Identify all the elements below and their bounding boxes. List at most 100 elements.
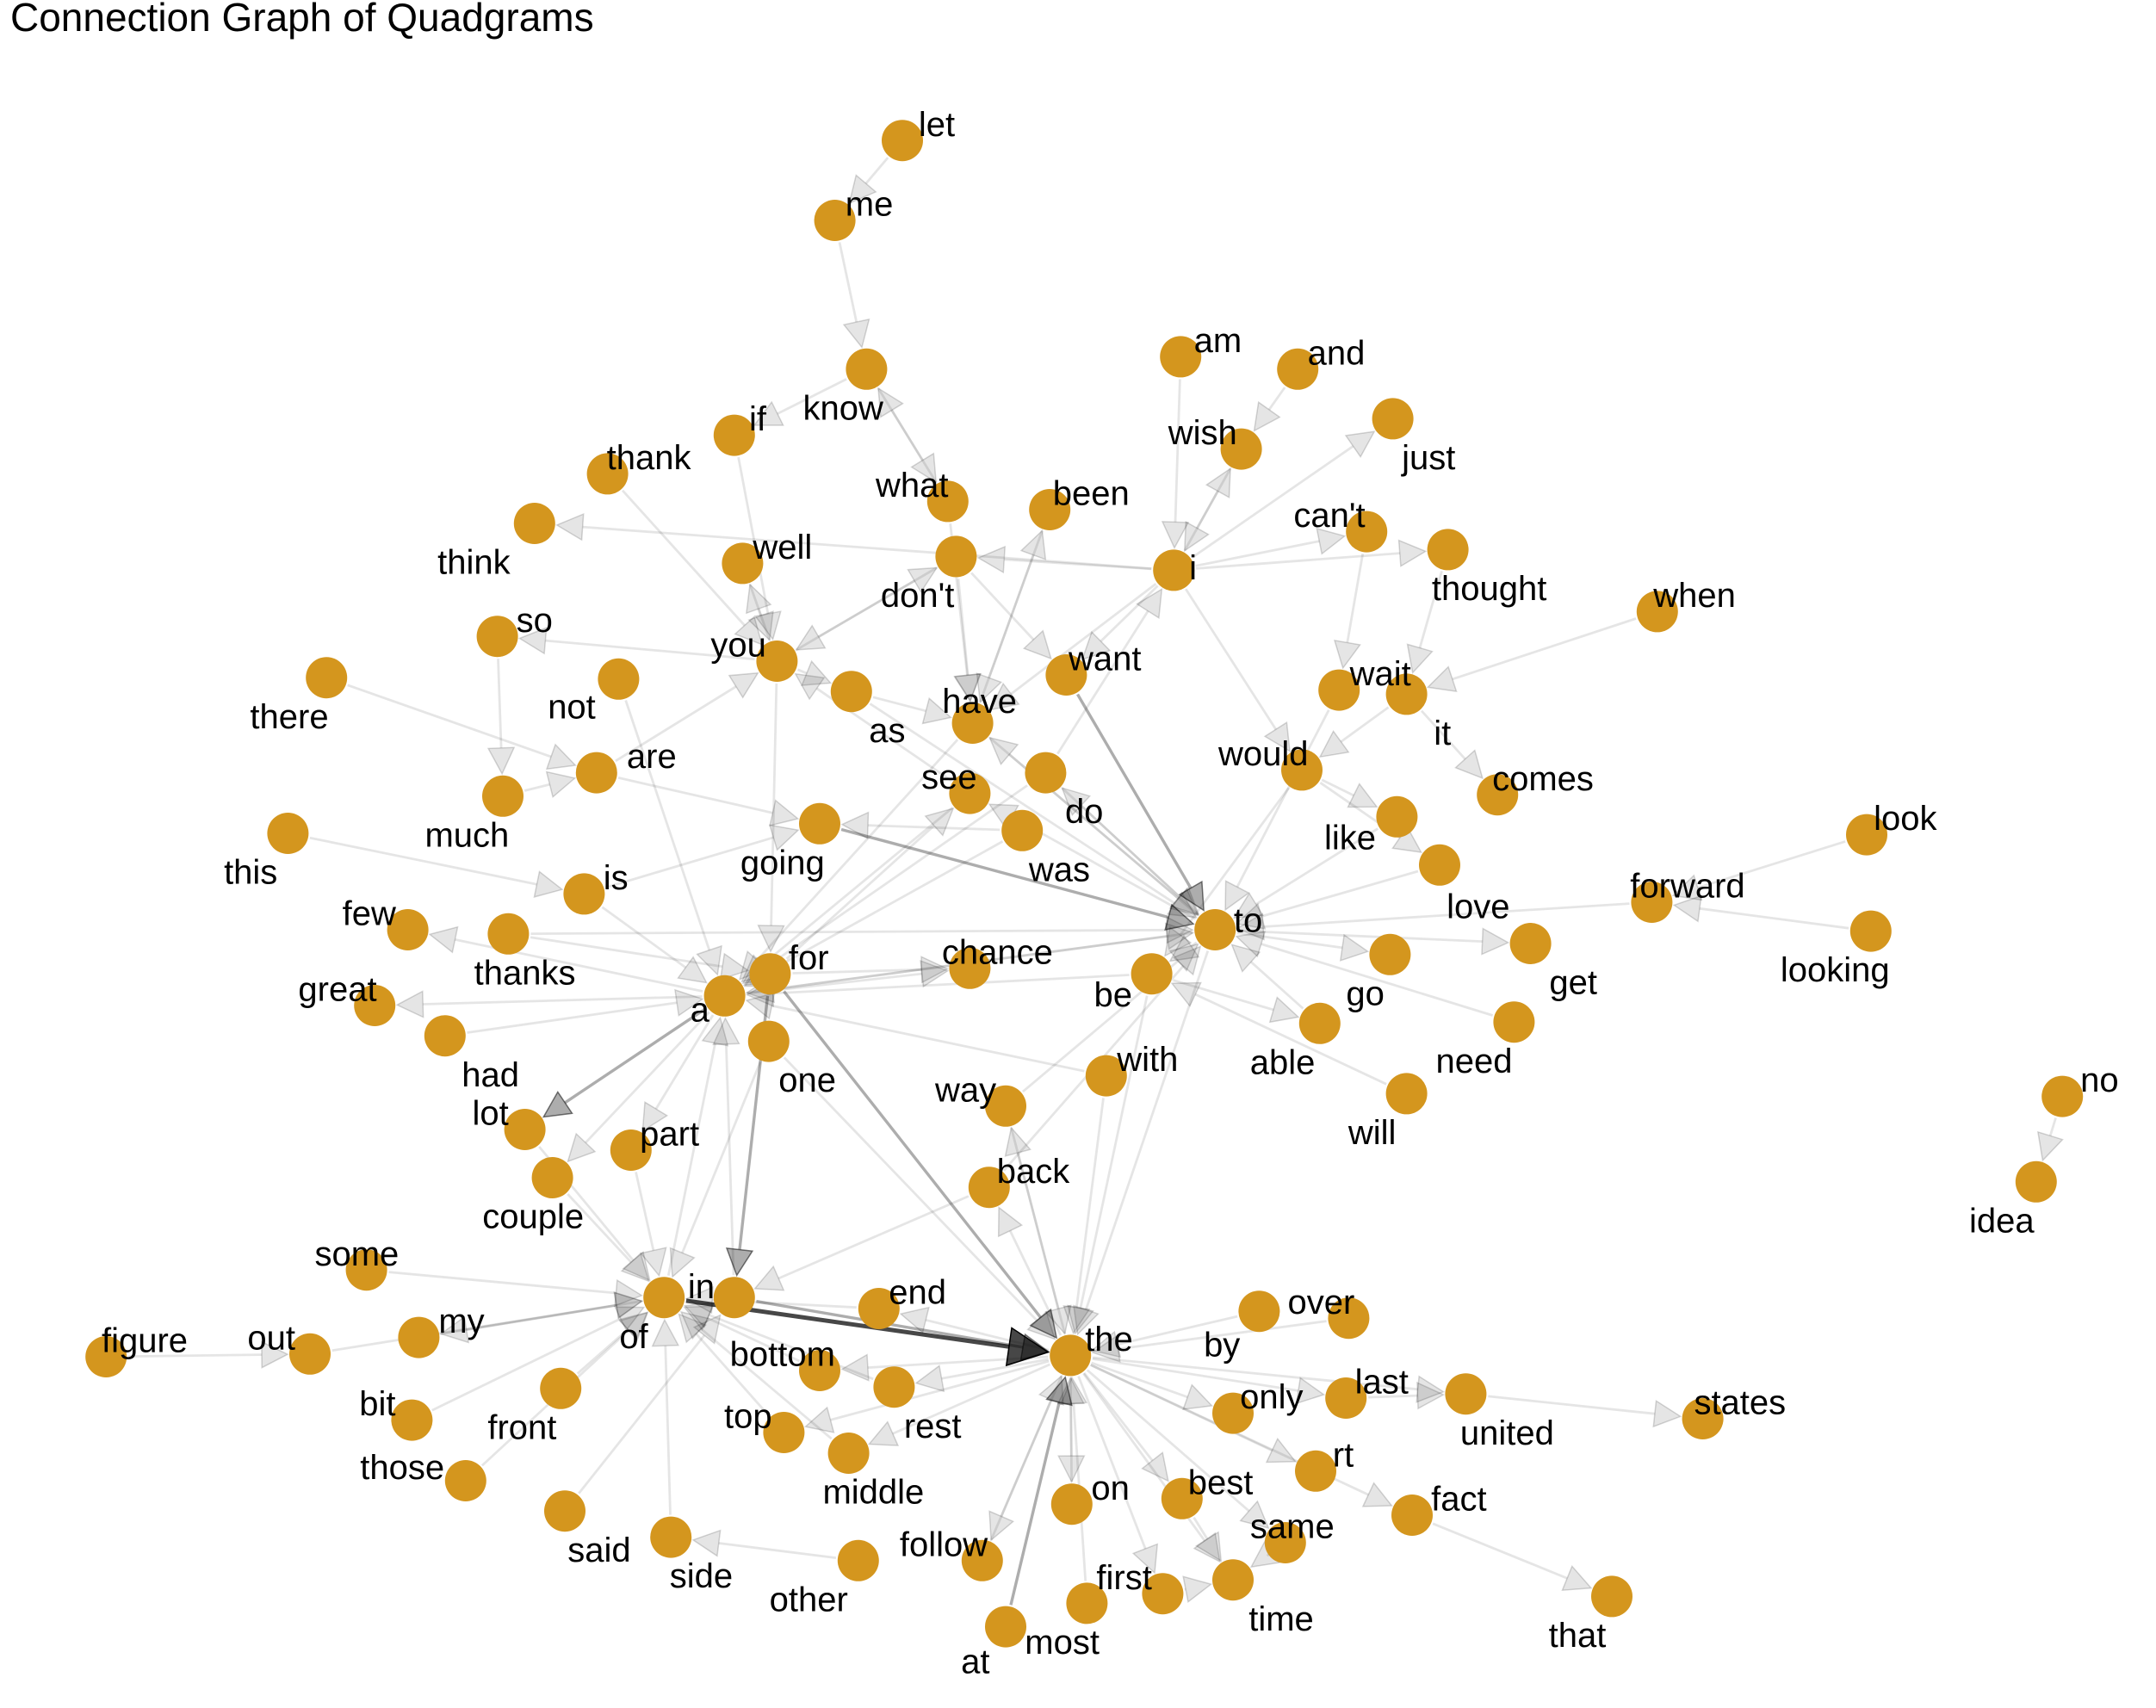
node-label-forward: forward (1630, 868, 1744, 906)
edge-line (1000, 1375, 1063, 1517)
edge-arrowhead (1672, 894, 1702, 923)
edge-you-well (746, 583, 772, 640)
node-label-follow: follow (900, 1525, 988, 1563)
edge-been-have (976, 530, 1044, 704)
edge-would-like (1321, 778, 1378, 808)
edge-the-best (1083, 1372, 1169, 1482)
edge-i-can't (1195, 527, 1347, 567)
edge-arrowhead (803, 1406, 835, 1433)
edge-line (785, 825, 935, 960)
edge-arrowhead (613, 1291, 644, 1320)
edge-line (388, 1271, 616, 1295)
edge-line (1083, 1372, 1154, 1462)
edge-arrowhead (1671, 874, 1703, 901)
edge-line (423, 995, 703, 1006)
edge-thanks-to (530, 916, 1194, 944)
edge-line (777, 378, 847, 415)
edge-line (1249, 961, 1304, 1010)
edge-line (988, 736, 1180, 900)
edge-arrowhead (1166, 891, 1198, 919)
node-not (598, 658, 640, 700)
node-front (540, 1367, 582, 1409)
edge-first-time (1182, 1575, 1213, 1604)
edge-line (467, 1001, 678, 1034)
edge-line (817, 566, 938, 638)
edge-arrowhead (1029, 1308, 1058, 1340)
edge-line (783, 990, 1042, 1319)
edge-want-to (1076, 693, 1205, 912)
edge-arrowhead (753, 1265, 785, 1291)
node-label-been: been (1053, 475, 1130, 513)
node-label-can't: can't (1293, 497, 1365, 535)
node-label-let: let (919, 106, 955, 144)
node-label-as: as (869, 712, 905, 750)
edge-line (1100, 585, 1159, 642)
edge-line (635, 1172, 655, 1251)
edge-line (1077, 1376, 1147, 1550)
node-label-will: will (1348, 1114, 1397, 1152)
edge-arrowhead (555, 512, 585, 541)
edge-the-top (803, 1359, 1050, 1433)
edge-the-rt (1090, 1364, 1298, 1464)
node-label-fact: fact (1431, 1481, 1486, 1519)
node-label-top: top (724, 1398, 772, 1436)
edge-arrowhead (910, 452, 938, 484)
edge-arrowhead (794, 672, 826, 701)
edge-look-forward (1671, 840, 1846, 901)
edge-arrowhead (1044, 1304, 1072, 1335)
node-label-at: at (961, 1643, 989, 1680)
edge-line (664, 1346, 672, 1515)
edge-have-been (979, 529, 1047, 702)
edge-at-the (1009, 1376, 1073, 1606)
edge-arrowhead (1168, 943, 1199, 972)
edge-arrowhead (439, 1315, 470, 1344)
edge-over-the (1091, 1320, 1327, 1363)
edge-line (564, 1006, 707, 1105)
edge-line (654, 1014, 715, 1110)
node-label-back: back (997, 1153, 1070, 1191)
edge-arrowhead (1178, 880, 1205, 912)
edge-line (615, 685, 737, 763)
node-well (722, 542, 764, 585)
edge-arrowhead (1316, 527, 1347, 555)
edge-arrowhead (920, 959, 950, 988)
node-label-the: the (1085, 1321, 1133, 1358)
edge-arrowhead (677, 956, 708, 984)
edge-line (1196, 467, 1232, 529)
node-back (968, 1167, 1010, 1209)
edge-arrowhead (651, 1318, 680, 1347)
node-label-on: on (1091, 1470, 1130, 1507)
node-thank (586, 453, 629, 495)
node-last (1325, 1377, 1367, 1419)
edge-for-see (785, 807, 955, 960)
edge-line (1195, 540, 1320, 567)
edge-me-know (838, 242, 870, 350)
edge-are-going (617, 777, 800, 827)
edge-arrowhead (545, 743, 577, 770)
edge-need-to (1235, 931, 1494, 1017)
edge-line (1118, 1320, 1327, 1351)
edge-arrowhead (842, 318, 870, 350)
node-label-only: only (1240, 1378, 1303, 1416)
node-label-are: are (627, 738, 677, 776)
edge-arrowhead (1339, 933, 1370, 962)
edge-arrowhead (2036, 1130, 2064, 1162)
edge-line (1090, 1364, 1273, 1452)
node-states (1682, 1398, 1724, 1439)
node-label-way: way (934, 1071, 996, 1109)
node-want (1045, 654, 1087, 696)
edge-i-wish (1183, 467, 1231, 552)
edge-by-the (1090, 1315, 1238, 1358)
node-label-great: great (298, 971, 376, 1009)
edge-arrowhead (683, 1302, 715, 1328)
edge-arrowhead (1161, 521, 1190, 550)
edge-i-have (988, 582, 1157, 711)
node-idea (2015, 1160, 2057, 1203)
edge-top-of (678, 1313, 771, 1417)
edge-with-the (1063, 1098, 1105, 1335)
edge-arrowhead (1235, 902, 1267, 930)
edge-arrowhead (1090, 1330, 1122, 1358)
edge-line (1179, 787, 1290, 936)
edge-arrowhead (746, 583, 772, 615)
node-know (846, 348, 888, 390)
